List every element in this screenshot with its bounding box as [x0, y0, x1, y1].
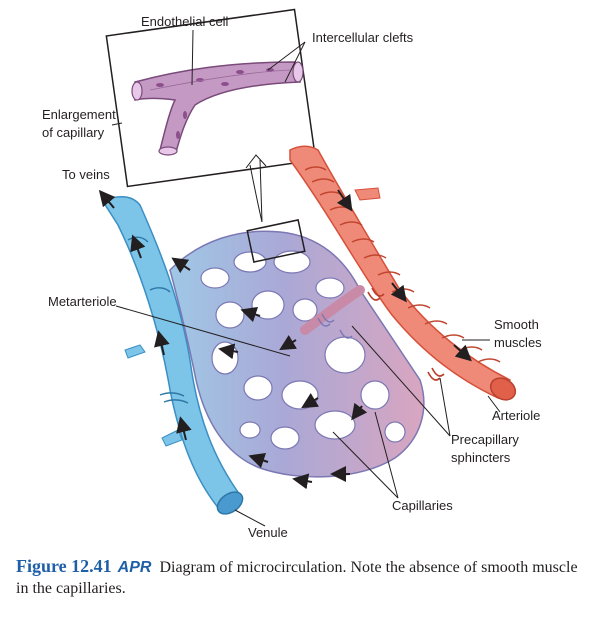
flow-arrows — [98, 189, 472, 490]
caption-text: Diagram of microcirculation. Note the ab… — [16, 559, 578, 597]
label-capillaries: Capillaries — [392, 498, 453, 513]
label-enlargement-line2: of capillary — [42, 125, 105, 140]
label-to-veins: To veins — [62, 167, 110, 182]
label-venule: Venule — [248, 525, 288, 540]
inset-connector — [249, 159, 263, 223]
apr-badge: APR — [117, 559, 152, 576]
leader-lines — [111, 29, 501, 527]
label-intercellular-clefts: Intercellular clefts — [312, 30, 414, 45]
figure-number: Figure 12.41 — [16, 556, 112, 576]
label-precap-line2: sphincters — [451, 450, 511, 465]
label-precap-line1: Precapillary — [451, 432, 519, 447]
label-smooth-line1: Smooth — [494, 317, 539, 332]
label-enlargement-line1: Enlargement — [42, 107, 116, 122]
microcirculation-diagram: Endothelial cell Intercellular clefts En… — [42, 8, 542, 540]
enlargement-inset — [105, 8, 317, 188]
label-arteriole: Arteriole — [492, 408, 540, 423]
label-endothelial-cell: Endothelial cell — [141, 14, 229, 29]
label-smooth-line2: muscles — [494, 335, 542, 350]
enlargement-region-box — [246, 219, 306, 263]
label-metarteriole: Metarteriole — [48, 294, 117, 309]
